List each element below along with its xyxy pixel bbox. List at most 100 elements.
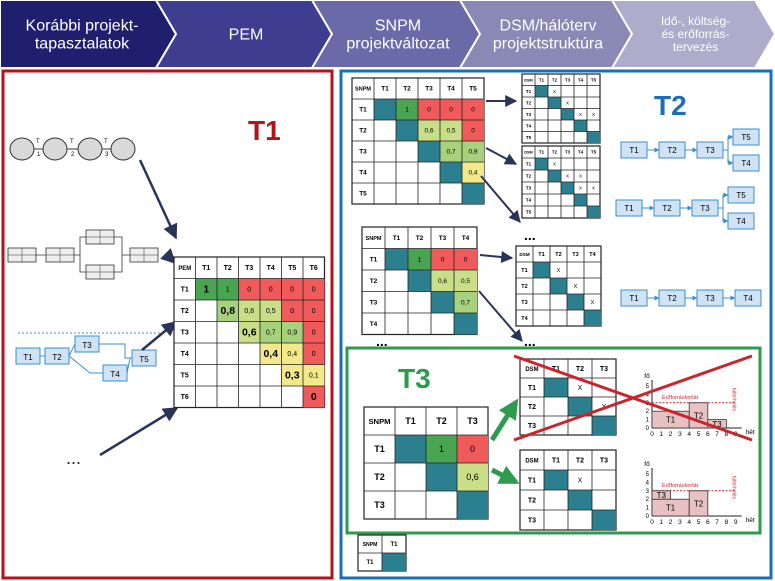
- chart-x-tick: 8: [725, 431, 729, 438]
- matrix-cell-value: X: [553, 162, 556, 167]
- matrix-cell-fill: [303, 343, 325, 365]
- matrix-cell-fill: [454, 270, 477, 292]
- chain-node: [77, 137, 103, 161]
- chart-y-tick: 5: [646, 384, 650, 390]
- matrix-row-header: T2: [370, 278, 378, 285]
- matrix-row-header: T5: [181, 373, 189, 380]
- matrix-column-header: T4: [589, 252, 596, 258]
- network-edge: [718, 207, 729, 224]
- matrix-corner-label: DSM: [525, 367, 538, 373]
- matrix-cell-value: X: [592, 112, 595, 117]
- matrix-column-header: T5: [288, 265, 296, 272]
- process-steps-header: Korábbi projekt-tapasztalatokPEMSNPMproj…: [0, 0, 775, 69]
- matrix-cell-value: X: [579, 112, 582, 117]
- matrix-row-header: T1: [528, 477, 536, 484]
- matrix-corner-label: DSM: [519, 252, 529, 257]
- t1-arrows: [99, 159, 179, 457]
- matrix-cell-fill: [418, 120, 440, 141]
- matrix-column-header: T4: [578, 150, 584, 155]
- matrix-cell-value: 0: [427, 107, 431, 114]
- matrix-cell-value: 1: [203, 284, 209, 296]
- matrix-column-header: T1: [381, 86, 389, 93]
- matrix-cell-fill: [260, 300, 282, 322]
- matrix-cell-fill: [395, 435, 426, 463]
- matrix-cell-fill: [281, 321, 303, 343]
- network-node-label: T3: [705, 294, 715, 303]
- matrix-cell-value: 0,4: [468, 170, 477, 177]
- network-node-label: T3: [705, 146, 715, 155]
- chart-x-tick: 4: [687, 519, 691, 526]
- matrix-cell-fill: [281, 300, 303, 322]
- matrix-cell-fill: [454, 248, 477, 270]
- matrix-row-header: T3: [526, 112, 532, 117]
- header-step-label: projektstruktúra: [493, 35, 603, 52]
- matrix-cell-value: 0: [471, 128, 475, 135]
- matrix-cell-value: 0,5: [461, 278, 470, 285]
- matrix-cell-fill: [462, 99, 484, 120]
- chart-x-tick: 6: [706, 431, 710, 438]
- chart-x-axis-label: hét: [746, 517, 755, 524]
- matrix-column-header: T2: [552, 150, 558, 155]
- matrix-cell-value: 1: [226, 287, 230, 294]
- t3-title: T3: [398, 363, 431, 394]
- matrix-cell-value: 0: [247, 287, 251, 294]
- t1-title: T1: [248, 115, 281, 146]
- matrix-cell-value: 0,4: [263, 348, 278, 360]
- network-node-label: T5: [741, 133, 751, 142]
- chart-x-tick: 3: [678, 519, 682, 526]
- header-step-label: tervezés: [673, 40, 718, 54]
- matrix-row-header: T1: [526, 162, 532, 167]
- matrix-column-header: T3: [600, 457, 608, 464]
- matrix-corner-label: SNPM: [355, 87, 371, 93]
- matrix-row-header: T2: [526, 100, 532, 105]
- chart-y-tick: 4: [646, 392, 650, 398]
- t1-panel: [1, 69, 334, 580]
- matrix-corner-label: SNPM: [366, 236, 382, 242]
- network-edge: [723, 134, 734, 151]
- chart-y-tick: 1: [646, 506, 650, 512]
- matrix-cell-fill: [574, 194, 587, 206]
- network-node-label: T2: [667, 146, 677, 155]
- chart-y-axis-label: fő: [644, 461, 650, 468]
- matrix-cell-value: 0: [290, 308, 294, 315]
- arrow: [141, 321, 178, 351]
- matrix-cell-value: 0: [471, 107, 475, 114]
- header-step-label: PEM: [229, 26, 264, 43]
- matrix-cell-fill: [431, 291, 454, 313]
- matrix-corner-label: PEM: [178, 266, 191, 272]
- matrix-cell-value: X: [579, 186, 582, 191]
- matrix-cell-fill: [426, 463, 457, 491]
- matrix-column-header: T2: [555, 252, 561, 258]
- matrix-cell-fill: [548, 97, 561, 109]
- t1-ellipsis: ...: [66, 448, 81, 468]
- matrix-cell-value: 0: [312, 308, 316, 315]
- network-node-label: T5: [736, 191, 746, 200]
- matrix-cell-fill: [303, 278, 325, 300]
- arrow: [489, 398, 519, 442]
- matrix-cell-fill: [260, 278, 282, 300]
- matrix-cell-value: 0,6: [244, 308, 254, 315]
- chain-label: 2: [71, 152, 75, 158]
- matrix-cell-fill: [238, 278, 260, 300]
- matrix-column-header: T1: [390, 542, 398, 548]
- matrix-cell-value: 0: [312, 351, 316, 358]
- matrix-cell-fill: [568, 490, 592, 510]
- matrix-cell-fill: [217, 278, 239, 300]
- matrix-column-header: T1: [539, 150, 545, 155]
- matrix-cell-fill: [238, 321, 260, 343]
- matrix-column-header: T3: [245, 265, 253, 272]
- matrix-column-header: T1: [202, 265, 210, 272]
- matrix-cell-value: X: [578, 477, 583, 484]
- matrix-cell-value: 0,6: [438, 278, 447, 285]
- chart-x-tick: 2: [669, 519, 673, 526]
- chart-x-tick: 7: [715, 431, 719, 438]
- matrix-column-header: T3: [425, 86, 433, 93]
- matrix-row-header: T1: [181, 287, 189, 294]
- matrix-cell-value: 0,9: [468, 149, 477, 156]
- matrix-cell-fill: [544, 378, 568, 397]
- chart-x-tick: 4: [687, 431, 691, 438]
- chart-x-tick: 5: [697, 519, 701, 526]
